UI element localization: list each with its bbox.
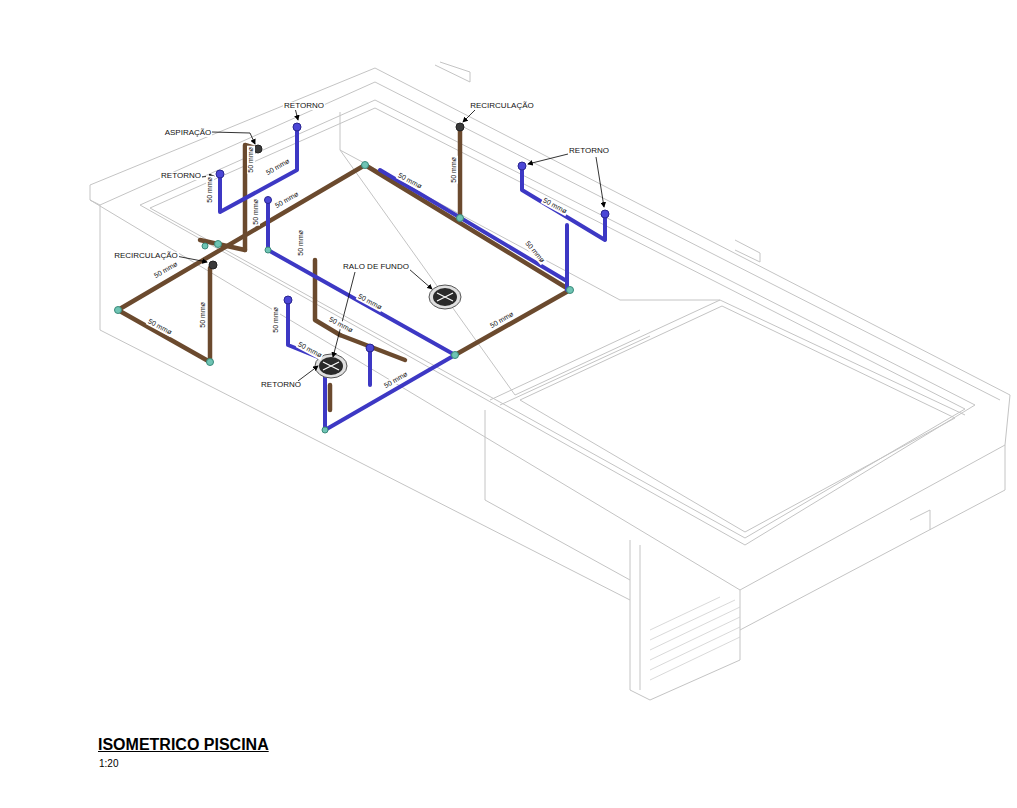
dimension-label: 50 mmø [272,306,280,334]
dimension-label: 50 mmø [247,146,255,174]
dimension-label: 50 mmø [199,301,207,329]
callout-label: RETORNO [283,102,325,111]
callout-label: ASPIRAÇÃO [164,129,213,138]
dimension-label: 50 mmø [450,156,458,184]
drawing-title: ISOMETRICO PISCINA [98,736,269,754]
callout-label: RETORNO [260,381,302,390]
dimension-label: 50 mmø [252,198,260,226]
callout-label: RETORNO [568,147,610,156]
callout-label: RECIRCULAÇÃO [469,102,535,111]
dimension-label: 50 mmø [206,176,214,204]
callout-label: RALO DE FUNDO [342,263,410,272]
callout-label: RETORNO [160,172,202,181]
callout-label: RECIRCULAÇÃO [113,252,179,261]
scale-caption: 1:20 [99,758,118,769]
dimension-label: 50 mmø [297,229,305,257]
